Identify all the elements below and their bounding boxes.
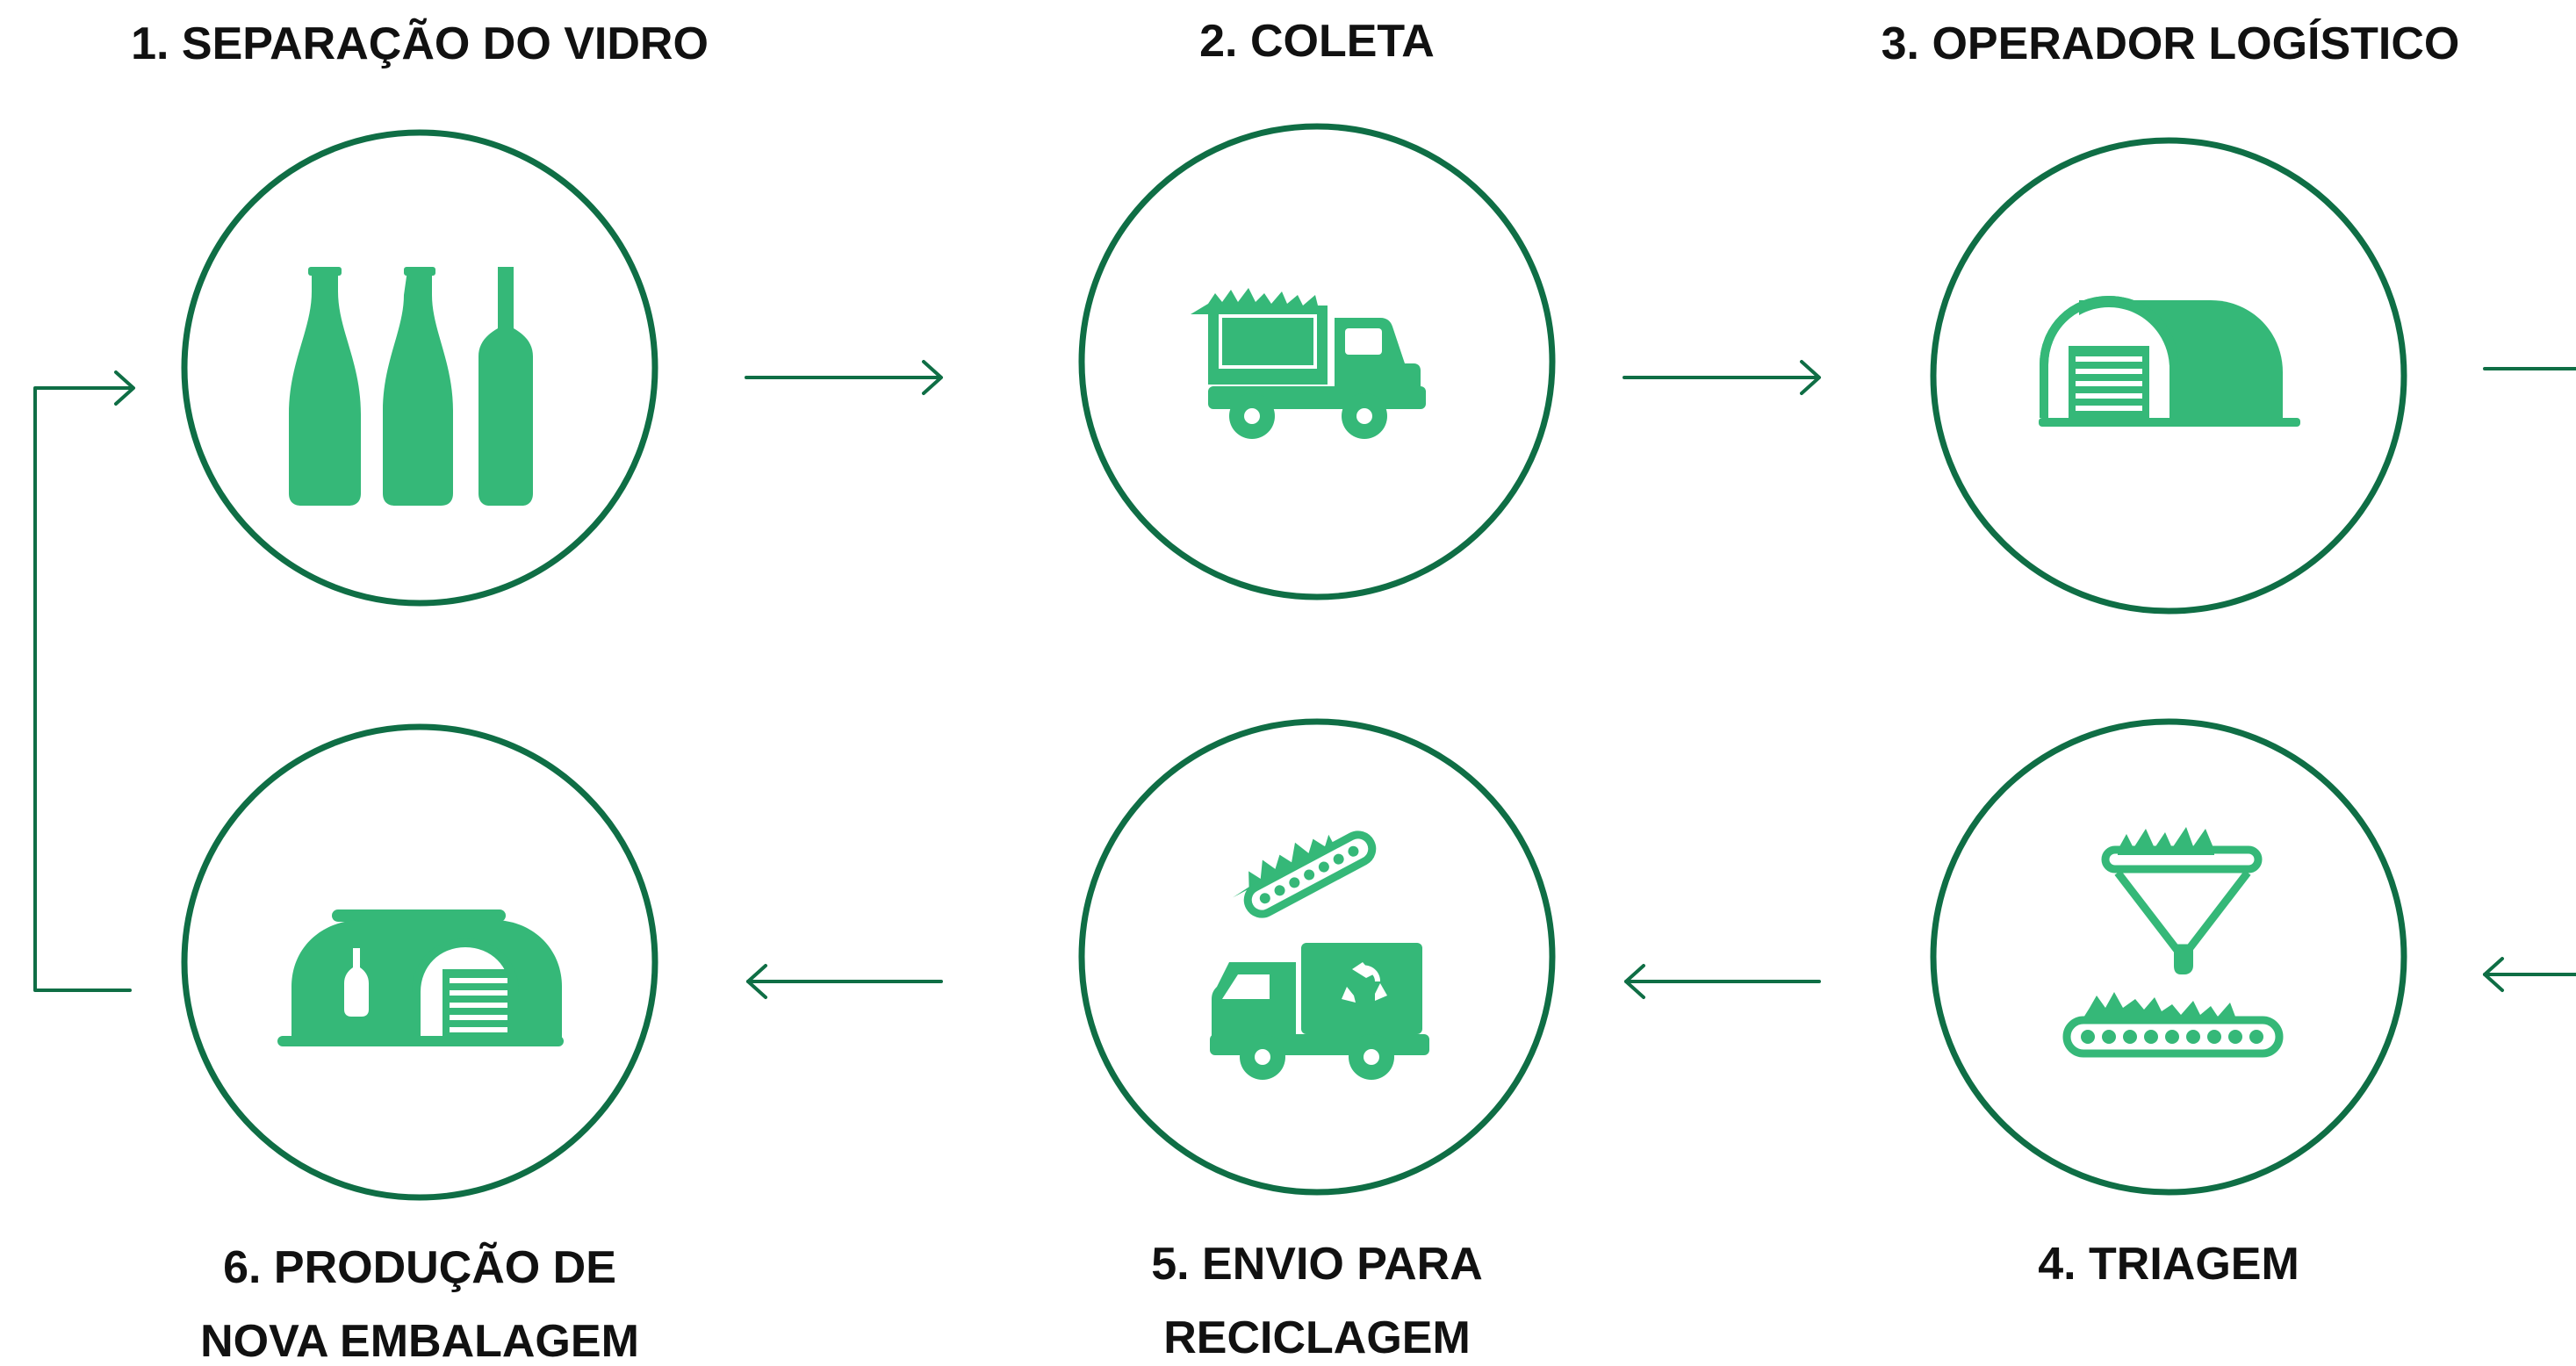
step-6-circle — [181, 723, 658, 1201]
step-6-label-line-2: NOVA EMBALAGEM — [200, 1316, 639, 1366]
arrow-4-to-5 — [1624, 964, 1821, 999]
step-3-label: 3. OPERADOR LOGÍSTICO — [1882, 7, 2460, 81]
step-4-label-line-1: 4. TRIAGEM — [2038, 1239, 2299, 1290]
warehouse-icon — [2039, 295, 2300, 427]
step-1-circle — [181, 129, 658, 607]
glass-bottles-icon — [289, 267, 533, 506]
step-2-label-line-1: 2. COLETA — [1199, 16, 1435, 67]
glass-factory-icon — [277, 909, 564, 1046]
arrow-1-to-2 — [745, 360, 943, 395]
step-5-circle — [1078, 718, 1556, 1196]
recycling-truck-conveyor-icon — [1210, 830, 1429, 1080]
step-4-label: 4. TRIAGEM — [2038, 1227, 2299, 1301]
step-5-label-line-2: RECICLAGEM — [1163, 1312, 1471, 1363]
step-5-label: 5. ENVIO PARA RECICLAGEM — [1151, 1227, 1483, 1366]
step-3-circle — [1930, 137, 2407, 615]
step-4-circle — [1930, 718, 2407, 1196]
step-6-label-line-1: 6. PRODUÇÃO DE — [223, 1242, 616, 1293]
collection-truck-icon — [1191, 288, 1426, 439]
arrow-edge-to-4 — [2483, 957, 2576, 992]
arrow-2-to-3 — [1623, 360, 1821, 395]
step-3-label-line-1: 3. OPERADOR LOGÍSTICO — [1881, 18, 2460, 69]
arrow-6-to-1-loop — [33, 370, 135, 992]
step-1-label: 1. SEPARAÇÃO DO VIDRO — [131, 7, 709, 81]
arrow-5-to-6 — [746, 964, 943, 999]
step-5-label-line-1: 5. ENVIO PARA — [1151, 1239, 1483, 1290]
sorting-funnel-conveyor-icon — [2062, 827, 2284, 1058]
step-1-label-line-1: 1. SEPARAÇÃO DO VIDRO — [131, 18, 709, 69]
step-6-label: 6. PRODUÇÃO DE NOVA EMBALAGEM — [200, 1231, 639, 1366]
step-2-circle — [1078, 123, 1556, 600]
step-2-label: 2. COLETA — [1199, 4, 1435, 78]
